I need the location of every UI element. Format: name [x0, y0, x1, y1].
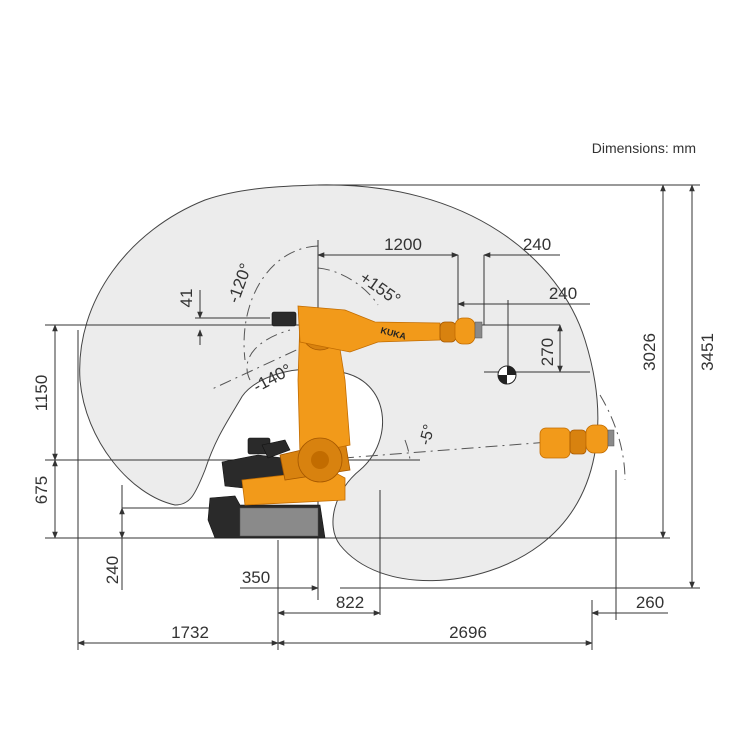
- tcp-marker-icon: [497, 365, 517, 385]
- units-label: Dimensions: mm: [592, 140, 696, 156]
- dim-675: 675: [32, 476, 51, 504]
- arc-axis-155: [317, 267, 379, 306]
- dim-260: 260: [636, 593, 664, 612]
- robot-motors: [247, 311, 297, 459]
- dim-240-left: 240: [103, 556, 122, 584]
- robot-wrist-alt: [539, 424, 615, 459]
- angle-minus5: -5°: [417, 423, 439, 447]
- work-envelope: [79, 184, 599, 582]
- robot-base: [207, 454, 326, 539]
- arc-axis-140: [246, 329, 291, 381]
- dim-270: 270: [538, 338, 557, 366]
- dim-1150: 1150: [32, 375, 51, 412]
- arc-axis-5: [404, 439, 411, 463]
- dim-3451: 3451: [698, 333, 717, 371]
- robot-upper-arm: KUKA: [297, 305, 441, 353]
- dim-41: 41: [177, 289, 196, 308]
- dim-2696: 2696: [449, 623, 487, 642]
- dim-1732: 1732: [171, 623, 209, 642]
- dim-240-mid: 240: [549, 284, 577, 303]
- axis-line-minus140: [209, 339, 319, 391]
- robot-wrist: [439, 317, 483, 345]
- dim-822: 822: [336, 593, 364, 612]
- dim-240-top: 240: [523, 235, 551, 254]
- arc-axis-120: [243, 245, 319, 361]
- arc-outer-right: [599, 394, 626, 481]
- dim-350: 350: [242, 568, 270, 587]
- dim-3026: 3026: [640, 333, 659, 371]
- dim-1200: 1200: [384, 235, 422, 254]
